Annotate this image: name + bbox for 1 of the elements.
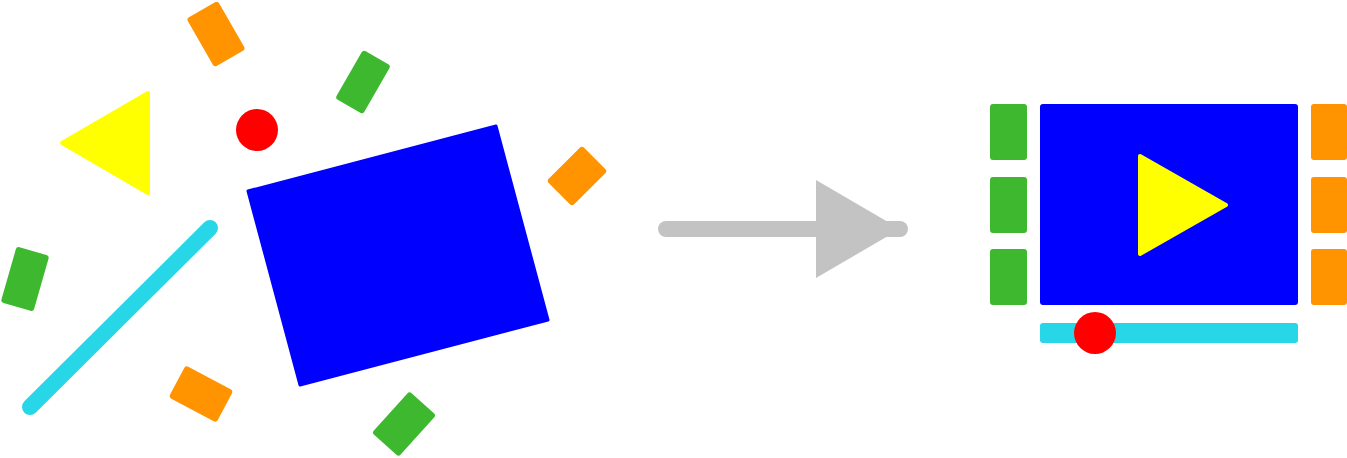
arrow [658, 180, 908, 278]
